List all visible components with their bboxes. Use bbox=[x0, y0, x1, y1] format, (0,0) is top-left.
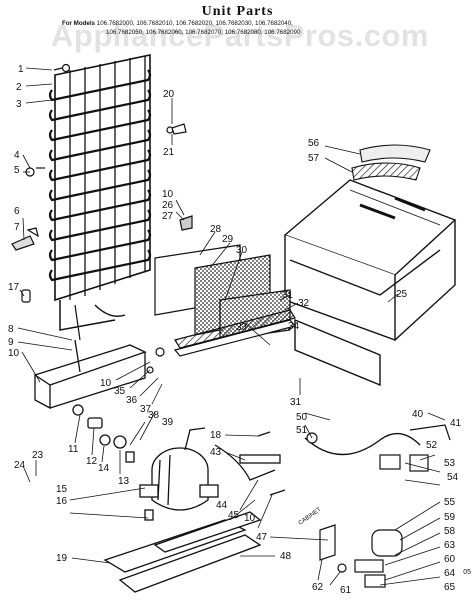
label-5: 5 bbox=[14, 165, 20, 176]
label-56: 56 bbox=[308, 138, 320, 149]
models-line2: 106.7682050, 106.7682060, 106.7682070, 1… bbox=[106, 29, 301, 36]
label-43: 43 bbox=[210, 447, 222, 458]
label-21: 21 bbox=[163, 147, 175, 158]
models-line1: 106.7682000, 106.7682010, 106.7682020, 1… bbox=[96, 20, 293, 27]
label-10a: 10 bbox=[8, 348, 20, 359]
label-30: 30 bbox=[236, 245, 248, 256]
models-lead: For Models bbox=[62, 20, 96, 27]
label-63: 63 bbox=[444, 540, 456, 551]
label-34: 34 bbox=[288, 321, 300, 332]
label-8: 8 bbox=[8, 324, 14, 335]
drain-pan bbox=[33, 339, 147, 410]
model-line-1: For Models 106.7682000, 106.7682010, 106… bbox=[62, 19, 472, 28]
unit-enclosure bbox=[283, 179, 457, 387]
label-25: 25 bbox=[396, 289, 408, 300]
label-44: 44 bbox=[216, 500, 228, 511]
fasteners-left bbox=[11, 63, 193, 374]
fan-motor-harness bbox=[304, 424, 451, 588]
label-36: 36 bbox=[126, 395, 138, 406]
label-cabinet: CABINET bbox=[298, 507, 323, 527]
condenser-coil bbox=[48, 54, 152, 341]
label-60: 60 bbox=[444, 554, 456, 565]
label-24: 24 bbox=[14, 460, 26, 471]
label-10c: 10 bbox=[100, 378, 112, 389]
label-13: 13 bbox=[118, 476, 130, 487]
label-3: 3 bbox=[16, 99, 22, 110]
label-55: 55 bbox=[444, 497, 456, 508]
label-26: 26 bbox=[162, 200, 174, 211]
label-1: 1 bbox=[18, 64, 24, 75]
label-54: 54 bbox=[447, 472, 459, 483]
label-64: 64 bbox=[444, 568, 456, 579]
label-15: 15 bbox=[56, 484, 68, 495]
label-61: 61 bbox=[340, 585, 352, 596]
tubing bbox=[214, 431, 286, 496]
label-59: 59 bbox=[444, 512, 456, 523]
model-line-2: 106.7682050, 106.7682060, 106.7682070, 1… bbox=[62, 28, 472, 37]
compressor bbox=[72, 404, 219, 511]
label-2: 2 bbox=[16, 82, 22, 93]
label-37: 37 bbox=[140, 404, 152, 415]
label-50: 50 bbox=[296, 412, 308, 423]
label-53: 53 bbox=[444, 458, 456, 469]
label-18: 18 bbox=[210, 430, 222, 441]
label-40: 40 bbox=[412, 409, 424, 420]
label-57: 57 bbox=[308, 153, 320, 164]
label-11: 11 bbox=[68, 444, 79, 455]
label-23: 23 bbox=[32, 450, 44, 461]
label-7: 7 bbox=[14, 222, 20, 233]
grille-pads bbox=[351, 144, 431, 181]
label-39: 39 bbox=[162, 417, 174, 428]
label-41: 41 bbox=[450, 418, 462, 429]
label-29: 29 bbox=[222, 234, 234, 245]
label-47: 47 bbox=[256, 532, 268, 543]
label-17: 17 bbox=[8, 282, 20, 293]
label-62: 62 bbox=[312, 582, 324, 593]
label-32: 32 bbox=[298, 298, 310, 309]
label-10d: 10 bbox=[244, 513, 256, 524]
label-14: 14 bbox=[98, 463, 110, 474]
label-65: 65 bbox=[444, 582, 456, 593]
label-51: 51 bbox=[296, 425, 308, 436]
label-28: 28 bbox=[210, 224, 222, 235]
page-title: Unit Parts bbox=[201, 4, 274, 19]
control-panels bbox=[154, 244, 297, 357]
label-6: 6 bbox=[14, 206, 20, 217]
label-58: 58 bbox=[444, 526, 456, 537]
label-31b: 31 bbox=[290, 397, 302, 408]
label-20: 20 bbox=[163, 89, 175, 100]
label-4: 4 bbox=[14, 150, 20, 161]
label-27: 27 bbox=[162, 211, 174, 222]
label-9: 9 bbox=[8, 337, 14, 348]
label-52: 52 bbox=[426, 440, 438, 451]
callout-labels: 1 2 3 4 5 6 7 17 8 9 10 20 21 10 26 27 2… bbox=[8, 64, 462, 596]
label-45: 45 bbox=[228, 510, 240, 521]
label-10b: 10 bbox=[162, 189, 174, 200]
label-12: 12 bbox=[86, 456, 98, 467]
leader-lines bbox=[17, 67, 446, 586]
label-16: 16 bbox=[56, 496, 68, 507]
label-19: 19 bbox=[56, 553, 68, 564]
mounting-base bbox=[103, 509, 262, 593]
label-38: 38 bbox=[148, 410, 160, 421]
label-35: 35 bbox=[114, 386, 126, 397]
corner-code: 05 bbox=[463, 569, 471, 576]
label-31a: 31 bbox=[282, 290, 294, 301]
model-list: For Models 106.7682000, 106.7682010, 106… bbox=[62, 19, 472, 37]
label-33: 33 bbox=[236, 322, 248, 333]
label-48: 48 bbox=[280, 551, 292, 562]
